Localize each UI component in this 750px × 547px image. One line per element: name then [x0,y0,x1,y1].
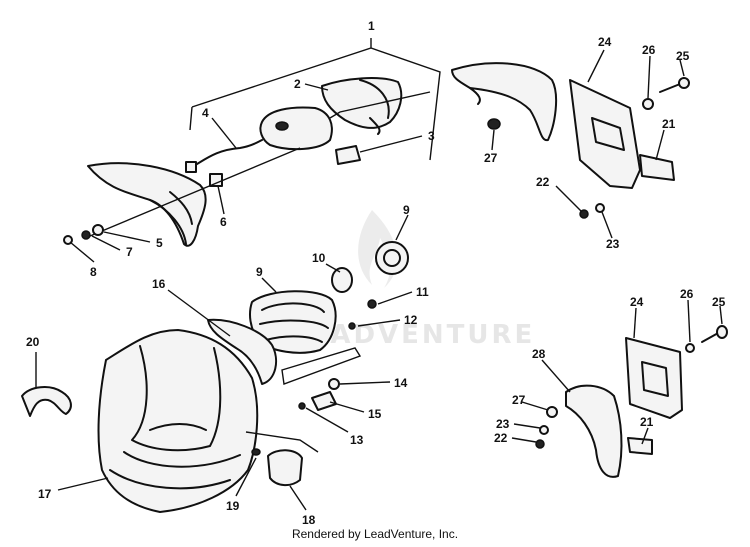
callout-14: 14 [394,376,408,390]
wiring-clamp [21,386,72,417]
callout-17: 17 [38,487,52,501]
callout-2: 2 [294,77,301,91]
callout-6: 6 [220,215,227,229]
callout-26a: 26 [642,43,656,57]
license-bracket-assembly-lower [535,325,728,478]
taillight-housing [321,77,403,129]
callout-12: 12 [404,313,418,327]
callout-24a: 24 [598,35,612,49]
lamp-bracket [335,145,361,165]
callout-3: 3 [428,129,435,143]
callout-5: 5 [156,236,163,250]
callout-10: 10 [312,251,326,265]
headlight-assembly [207,241,409,411]
bulb [331,267,353,293]
license-plate-bracket [569,79,641,189]
callout-4: 4 [202,106,209,120]
taillight-assembly [63,38,441,247]
headlight-gasket [207,318,278,385]
wire-harness [189,139,263,169]
callout-7: 7 [126,245,133,259]
grommet [209,173,223,187]
callout-labels: 1 2 3 4 5 6 7 8 9 9 10 11 12 13 14 15 16… [26,19,726,527]
callout-25b: 25 [712,295,726,309]
callout-19: 19 [226,499,240,513]
mount-clip [639,154,675,181]
callout-28: 28 [532,347,546,361]
callout-9a: 9 [403,203,410,217]
callout-15: 15 [368,407,382,421]
callout-23b: 23 [496,417,510,431]
callout-21a: 21 [662,117,676,131]
callout-22a: 22 [536,175,550,189]
callout-20: 20 [26,335,40,349]
callout-16: 16 [152,277,166,291]
front-cowl [97,329,259,513]
callout-13: 13 [350,433,364,447]
rear-fender-upper [451,62,558,142]
collar [267,449,303,486]
callout-27a: 27 [484,151,498,165]
callout-27b: 27 [512,393,526,407]
callout-8: 8 [90,265,97,279]
mount-clip-lower [627,437,653,455]
license-bracket-assembly-upper [451,62,690,219]
headlight-cowl [21,329,319,513]
fender-extension [565,384,623,478]
callout-25a: 25 [676,49,690,63]
footer-credit: Rendered by LeadVenture, Inc. [291,527,459,541]
callout-26b: 26 [680,287,694,301]
callout-9b: 9 [256,265,263,279]
bulb-socket [375,241,409,275]
callout-23a: 23 [606,237,620,251]
nut [487,118,501,130]
callout-21b: 21 [640,415,654,429]
callout-11: 11 [416,285,429,299]
license-plate-bracket-lower [625,337,683,419]
rear-fender [87,162,207,247]
callout-22b: 22 [494,431,508,445]
taillight-lens [259,106,333,151]
leader-lines [35,49,723,511]
callout-1: 1 [368,19,375,33]
watermark-flame-icon [358,210,398,288]
callout-24b: 24 [630,295,644,309]
callout-18: 18 [302,513,316,527]
